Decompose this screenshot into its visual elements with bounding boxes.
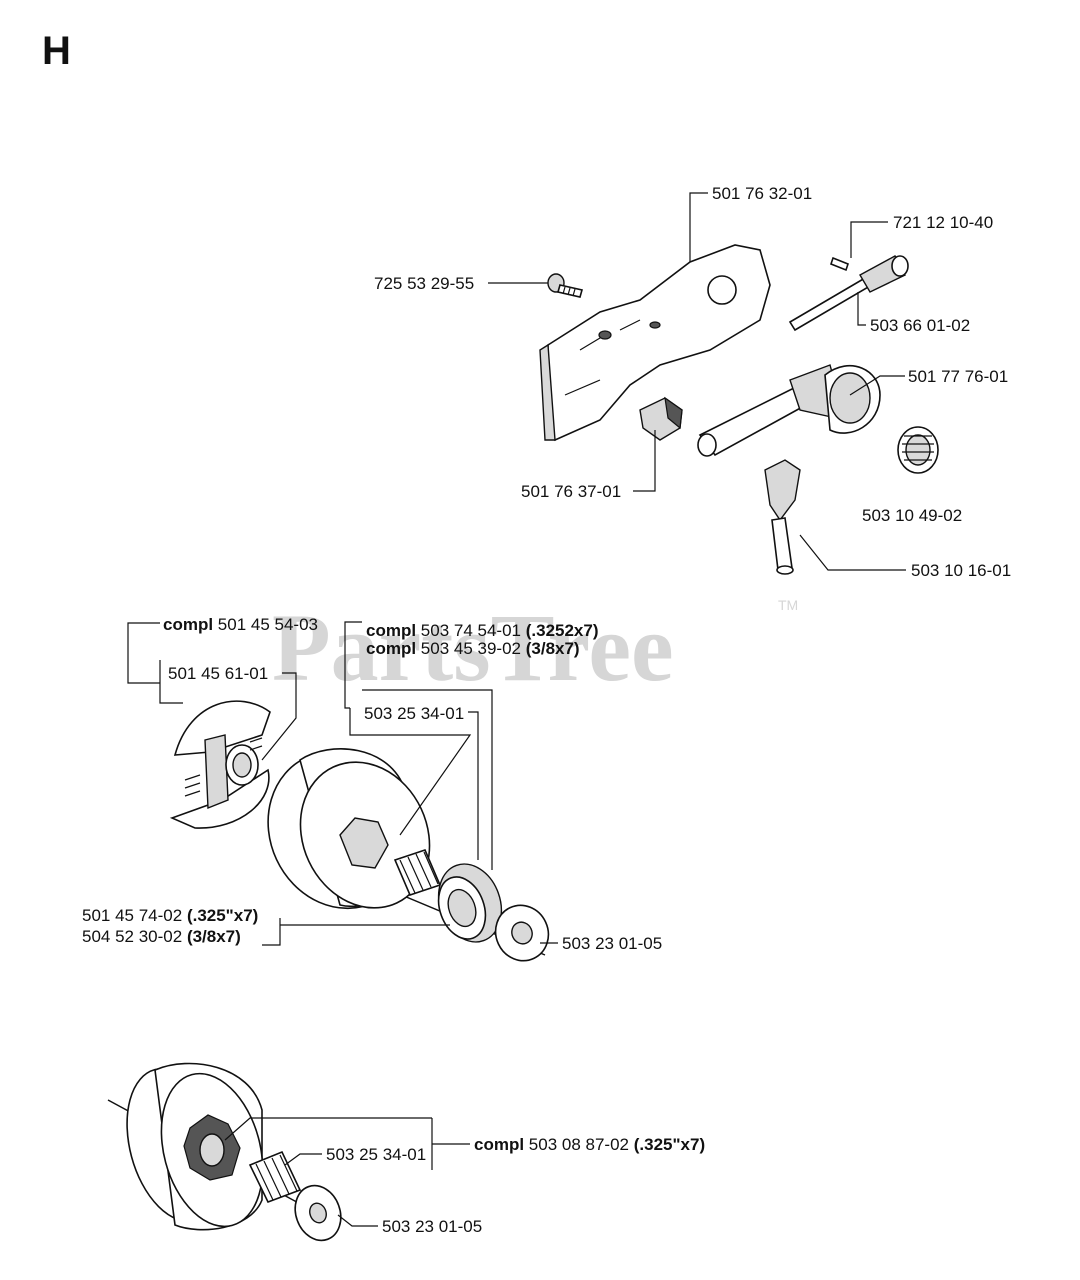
label-needle-bearing: 503 25 34-01 [364,704,464,723]
label-worm-gear: 503 10 49-02 [862,506,962,525]
label-oil-pump: 501 77 76-01 [908,367,1008,386]
leader-needle-bearing-2 [284,1153,322,1166]
leader-drum-compl [344,621,362,709]
oil-pump-part [697,364,881,457]
label-guide-plate: 501 76 32-01 [712,184,812,203]
leader-clutch-shoe-left [159,660,183,704]
washer-2-part [294,1184,342,1242]
leader-clutch-compl [127,622,160,684]
label-adjuster-shaft: 503 66 01-02 [870,316,970,335]
watermark-trademark: TM [778,597,798,613]
label-rim-b: 504 52 30-02 (3/8x7) [82,927,241,946]
washer-part [494,904,550,962]
pump-piston-part [764,459,801,575]
label-washer-2: 503 23 01-05 [382,1217,482,1236]
clutch-part [169,700,271,829]
label-pump-piston: 503 10 16-01 [911,561,1011,580]
section-letter: H [42,29,71,73]
leader-rim [262,918,450,946]
label-clutch-compl: compl 501 45 54-03 [163,615,318,634]
leader-piston [799,534,906,571]
leader-tensioner [633,430,656,492]
adjuster-shaft-part [788,255,909,332]
leader-washer-2 [337,1214,378,1227]
needle-bearing-2-part [248,1150,302,1204]
worm-gear-part [897,426,939,474]
label-rim-a: 501 45 74-02 (.325"x7) [82,906,258,925]
leader-spur-compl [224,1117,470,1170]
leader-guide-plate [689,192,708,262]
rim-sprocket-part [437,863,503,943]
label-screw: 725 53 29-55 [374,274,474,293]
leader-drum-compl-right [362,689,493,870]
chain-tensioner-part [639,396,683,441]
watermark: PartsTree [272,594,674,701]
label-chain-tensioner: 501 76 37-01 [521,482,621,501]
leader-oil-pump [849,375,905,396]
label-spur-compl: compl 503 08 87-02 (.325"x7) [474,1135,705,1154]
leader-pin [850,221,888,258]
leader-clutch-shoe-right [261,672,297,761]
leader-needle-bearing-right [468,711,479,860]
pin-part [830,256,849,272]
label-washer: 503 23 01-05 [562,934,662,953]
guide-plate-part [539,244,771,442]
screw-part [547,273,584,298]
label-drum-compl-a: compl 503 74 54-01 (.3252x7) [366,621,599,640]
leader-needle-bearing [349,708,472,836]
spur-drum-part [126,1062,264,1231]
label-drum-compl-b: compl 503 45 39-02 (3/8x7) [366,639,580,658]
label-clutch-shoe: 501 45 61-01 [168,664,268,683]
label-needle-bearing-2: 503 25 34-01 [326,1145,426,1164]
label-pin: 721 12 10-40 [893,213,993,232]
clutch-drum-part [267,748,431,910]
leader-adjuster [857,292,866,326]
